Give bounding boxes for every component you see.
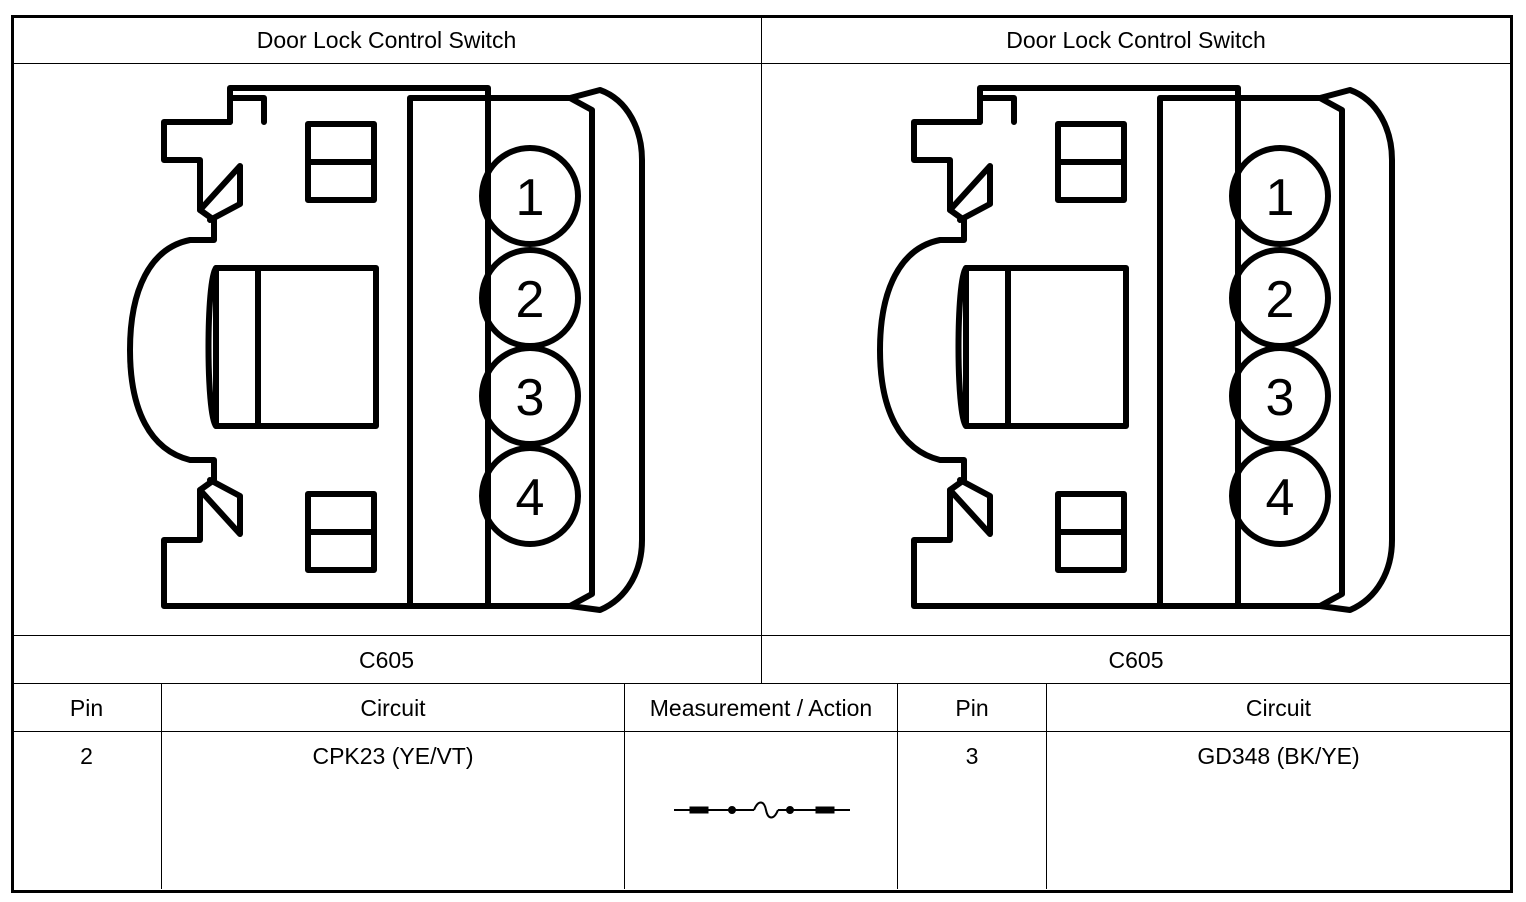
header-circuit-right: Circuit	[1245, 695, 1312, 721]
divider-table-row	[12, 731, 1510, 732]
right-panel-title: Door Lock Control Switch	[1006, 27, 1266, 53]
header-measurement: Measurement / Action	[649, 695, 873, 721]
connector-center-slot	[963, 265, 1129, 429]
row-circuit-right: GD348 (BK/YE)	[1197, 743, 1360, 769]
divider-col-3	[897, 684, 898, 889]
connector-center-slot	[213, 265, 379, 429]
row-pin-right: 3	[965, 743, 979, 769]
right-connector-drawing: 1 2 3 4	[877, 85, 1395, 613]
pin-2-label: 2	[516, 271, 545, 329]
pin-3-label: 3	[516, 369, 545, 427]
connector-latch-bottom	[947, 477, 993, 537]
divider-table-header	[12, 683, 1510, 684]
divider-col-2	[624, 684, 625, 889]
pin-1-label: 1	[516, 169, 545, 227]
pin-4-circle	[1229, 445, 1331, 547]
connector-latch-top	[197, 95, 267, 223]
header-circuit-left: Circuit	[360, 695, 426, 721]
connector-latch-bottom	[197, 477, 243, 537]
pin-4-label: 4	[1266, 469, 1295, 527]
header-pin-left: Pin	[69, 695, 104, 721]
left-connector-id: C605	[359, 647, 414, 673]
pin-3-circle	[1229, 345, 1331, 447]
outer-border	[11, 15, 1513, 893]
pin-1-circle	[1229, 145, 1331, 247]
left-connector-drawing: 1 2 3 4	[127, 85, 645, 613]
continuity-check-icon	[674, 801, 850, 819]
pin-3-circle	[479, 345, 581, 447]
connector-cap	[567, 87, 645, 613]
pin-1-circle	[479, 145, 581, 247]
row-circuit-left: CPK23 (YE/VT)	[312, 743, 474, 769]
divider-panels	[761, 17, 762, 683]
pin-4-circle	[479, 445, 581, 547]
connector-cap	[1317, 87, 1395, 613]
pin-4-label: 4	[516, 469, 545, 527]
pin-3-label: 3	[1266, 369, 1295, 427]
divider-col-4	[1046, 684, 1047, 889]
right-connector-id: C605	[1108, 647, 1164, 673]
connector-latch-top	[947, 95, 1017, 223]
left-panel-title: Door Lock Control Switch	[256, 27, 517, 53]
pin-1-label: 1	[1266, 169, 1295, 227]
pin-2-label: 2	[1266, 271, 1295, 329]
header-pin-right: Pin	[955, 695, 989, 721]
row-pin-left: 2	[80, 743, 93, 769]
divider-col-1	[161, 684, 162, 889]
